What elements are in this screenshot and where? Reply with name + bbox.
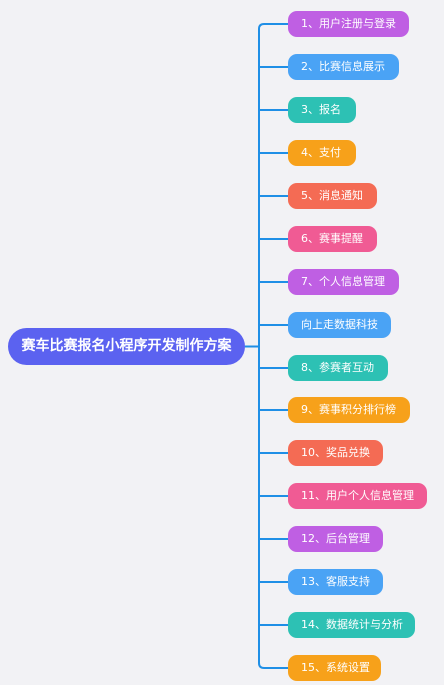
root-node[interactable]: 赛车比赛报名小程序开发制作方案 <box>8 328 245 365</box>
node-user-registration-login[interactable]: 1、用户注册与登录 <box>288 11 409 37</box>
node-race-info-display[interactable]: 2、比赛信息展示 <box>288 54 399 80</box>
node-prize-redemption[interactable]: 10、奖品兑换 <box>288 440 383 466</box>
node-customer-support[interactable]: 13、客服支持 <box>288 569 383 595</box>
node-registration[interactable]: 3、报名 <box>288 97 356 123</box>
node-data-statistics[interactable]: 14、数据统计与分析 <box>288 612 415 638</box>
node-personal-info-management[interactable]: 7、个人信息管理 <box>288 269 399 295</box>
node-payment[interactable]: 4、支付 <box>288 140 356 166</box>
node-participant-interaction[interactable]: 8、参赛者互动 <box>288 355 388 381</box>
node-backend-management[interactable]: 12、后台管理 <box>288 526 383 552</box>
branch-connector <box>258 662 288 669</box>
node-system-settings[interactable]: 15、系统设置 <box>288 655 381 681</box>
branch-connector <box>258 23 288 30</box>
node-race-reminder[interactable]: 6、赛事提醒 <box>288 226 377 252</box>
node-message-notification[interactable]: 5、消息通知 <box>288 183 377 209</box>
node-company-brand[interactable]: 向上走数据科技 <box>288 312 391 338</box>
node-points-leaderboard[interactable]: 9、赛事积分排行榜 <box>288 397 410 423</box>
node-user-profile-management[interactable]: 11、用户个人信息管理 <box>288 483 427 509</box>
